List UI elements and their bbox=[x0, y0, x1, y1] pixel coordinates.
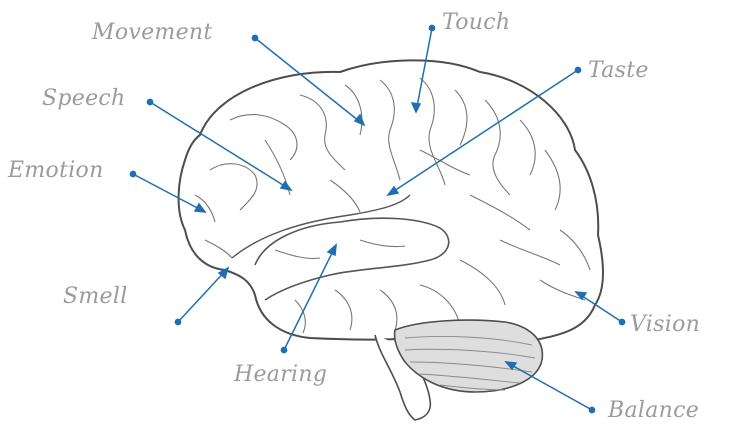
hearing-pointer-dot bbox=[281, 347, 286, 352]
taste-pointer-dot bbox=[575, 67, 580, 72]
label-smell: Smell bbox=[63, 286, 128, 308]
label-hearing: Hearing bbox=[234, 364, 327, 386]
movement-pointer-dot bbox=[252, 35, 257, 40]
label-touch: Touch bbox=[442, 12, 510, 34]
label-balance: Balance bbox=[608, 400, 699, 422]
balance-pointer bbox=[506, 362, 592, 410]
label-vision: Vision bbox=[630, 314, 700, 336]
vision-pointer-dot bbox=[619, 319, 624, 324]
smell-pointer-dot bbox=[175, 319, 180, 324]
emotion-pointer-dot bbox=[130, 171, 135, 176]
balance-pointer-dot bbox=[589, 407, 594, 412]
speech-pointer-dot bbox=[147, 99, 152, 104]
label-taste: Taste bbox=[588, 60, 649, 82]
touch-pointer-dot bbox=[429, 25, 434, 30]
label-emotion: Emotion bbox=[8, 160, 104, 182]
smell-pointer bbox=[178, 268, 228, 322]
label-movement: Movement bbox=[92, 22, 213, 44]
label-speech: Speech bbox=[42, 88, 125, 110]
